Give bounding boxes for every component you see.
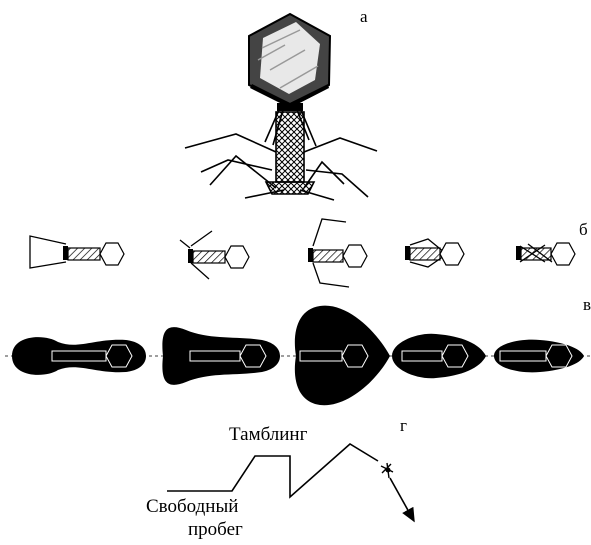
trajectory-path [167, 444, 378, 497]
panel-label-g: г [400, 417, 407, 434]
phage-tail-sheath [276, 112, 304, 182]
free-run-label-line1: Свободный [146, 497, 238, 516]
panel-label-v: в [583, 296, 591, 313]
trajectory-arrow [390, 478, 414, 521]
panel-label-a: а [360, 8, 368, 25]
tumble-label: Тамблинг [229, 425, 307, 444]
phage-schematic-row [30, 219, 575, 287]
tumbling-particle [381, 463, 393, 478]
phage-flow-row [5, 306, 591, 406]
panel-label-b: б [579, 221, 588, 238]
phage-detailed [185, 14, 377, 200]
free-run-label-line2: пробег [188, 520, 243, 539]
